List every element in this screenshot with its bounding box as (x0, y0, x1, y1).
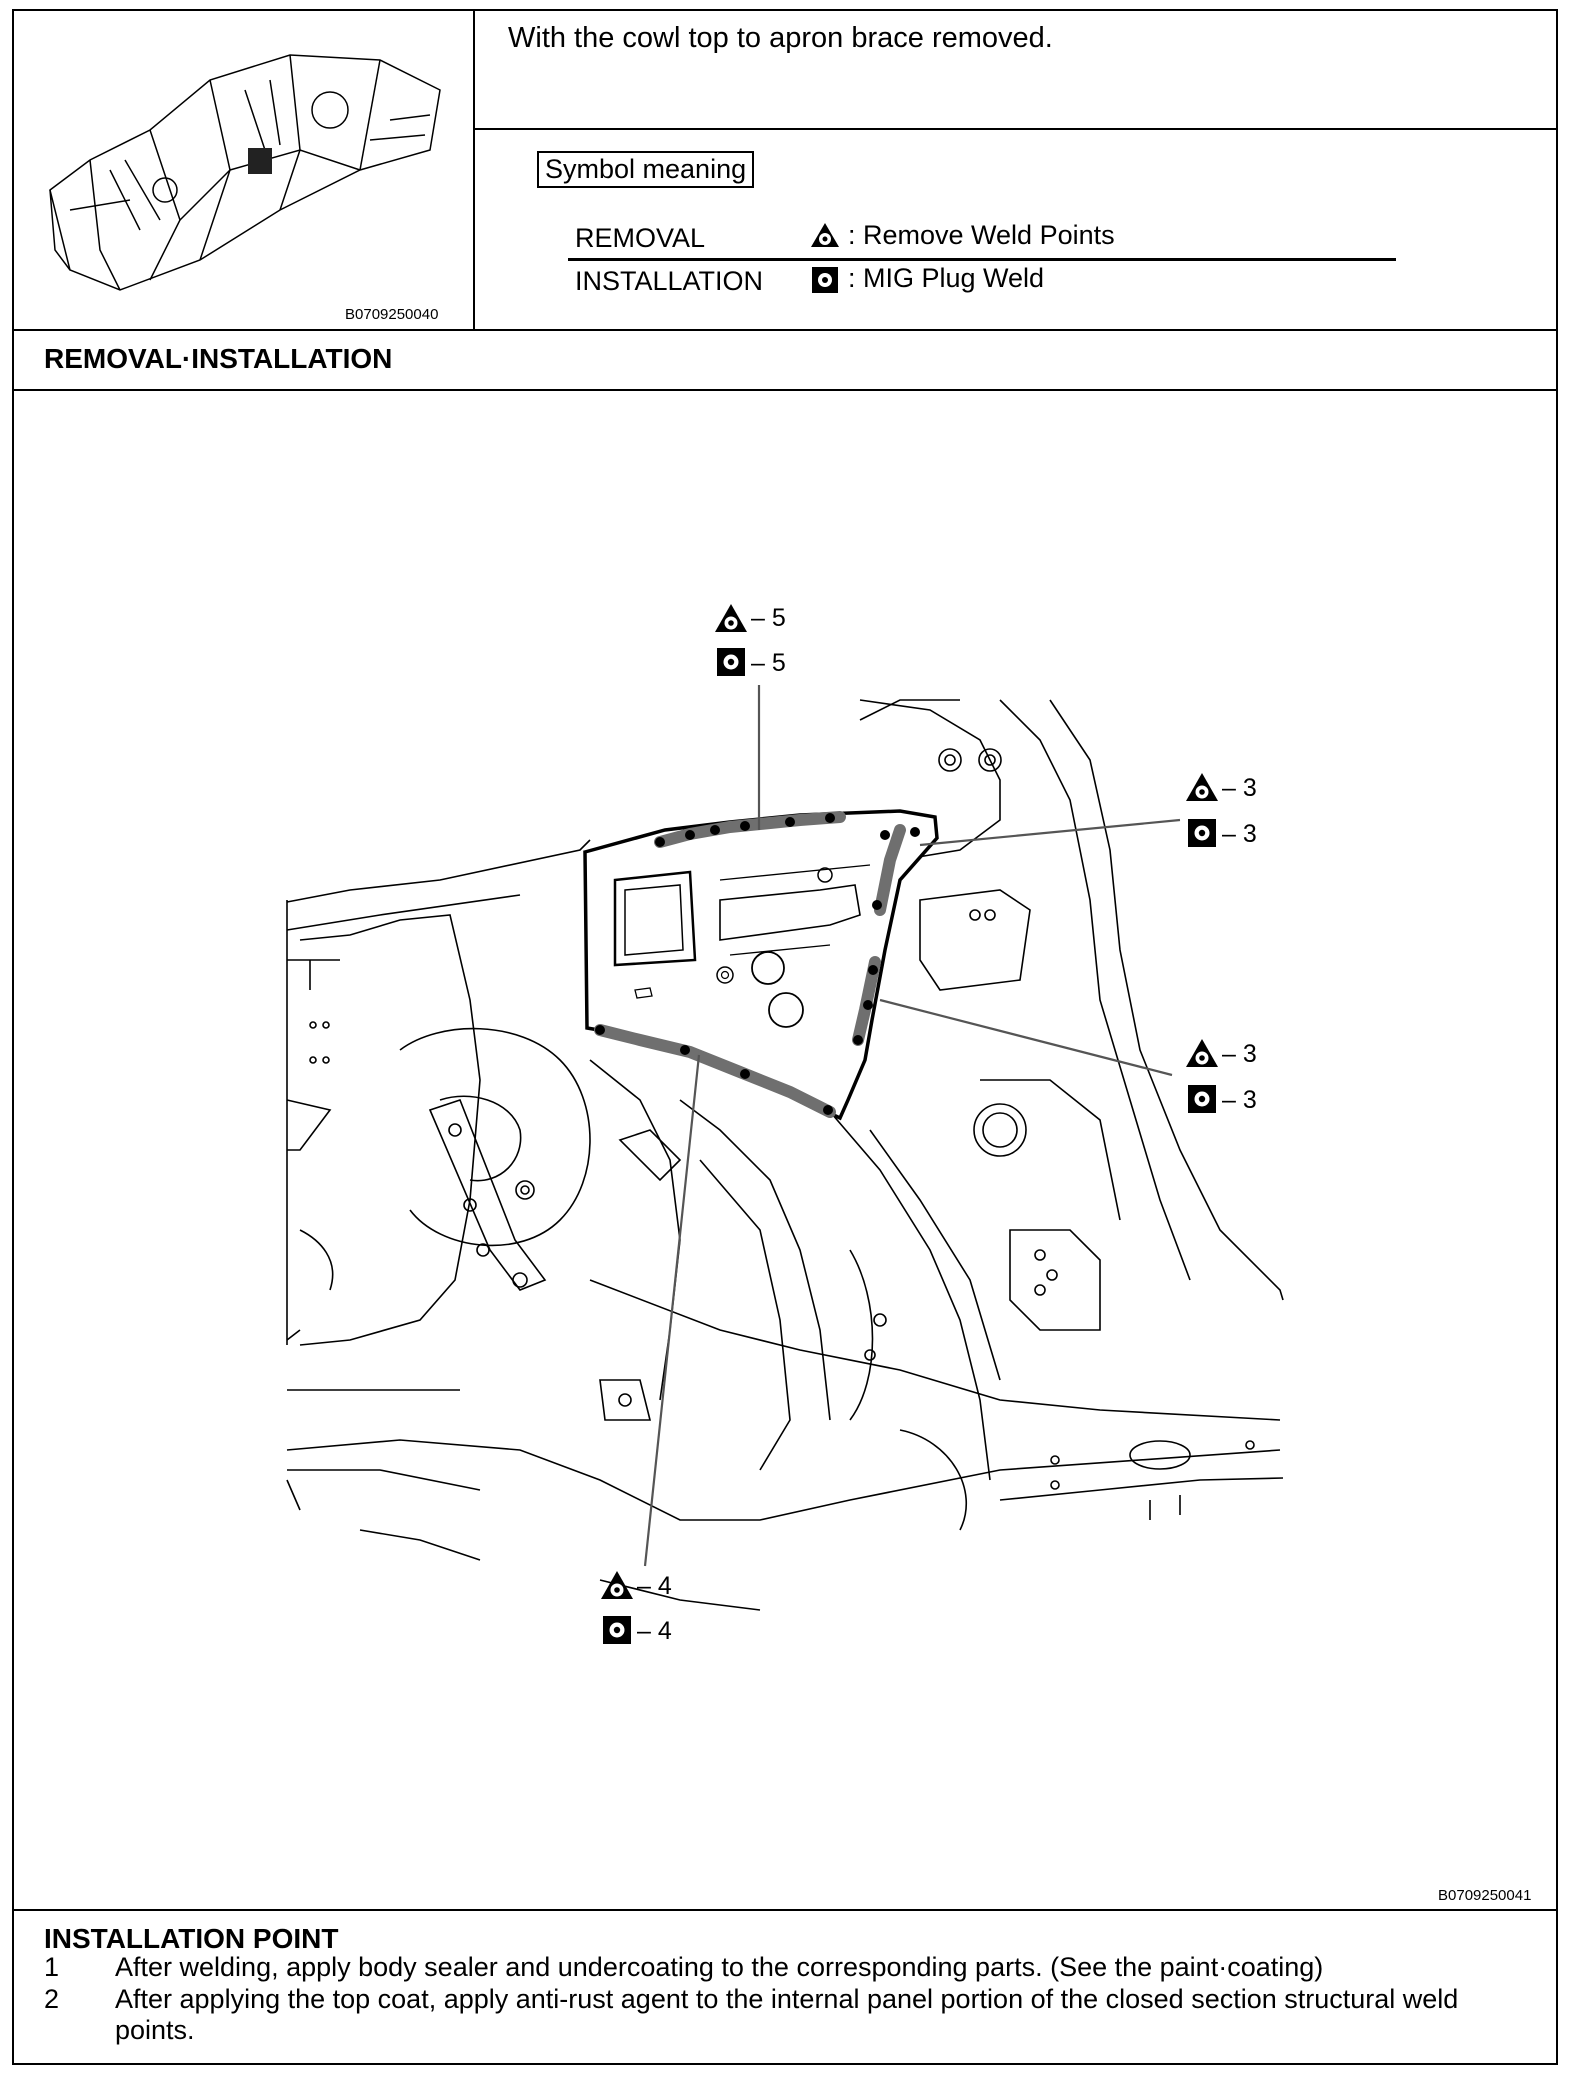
square-plug-weld-icon (812, 267, 838, 293)
callout-top-square-count: – 5 (751, 649, 786, 677)
apron-brace-diagram: – 5 – 5 – 3 – 3 – 3 – 3 – 4 – 4 (286, 604, 1284, 1645)
section-title-rule (12, 389, 1558, 391)
triangle-weld-icon (811, 223, 839, 247)
callout-bottom-square-count: – 4 (637, 1617, 672, 1645)
callout-right-lower-triangle-count: – 3 (1222, 1040, 1257, 1068)
callout-bottom-triangle-count: – 4 (637, 1572, 672, 1600)
legend-removal-term: REMOVAL (575, 223, 706, 253)
car-body-thumbnail (49, 54, 441, 291)
callout-right-lower-square (1188, 1085, 1216, 1113)
body-structure-lines (286, 699, 1284, 1611)
callout-right-upper-square (1188, 819, 1216, 847)
callout-top-triangle (715, 604, 747, 632)
section-title: REMOVAL·INSTALLATION (44, 343, 393, 374)
page-frame (12, 9, 1558, 2065)
callout-top-triangle-count: – 5 (751, 604, 786, 632)
callout-right-lower-square-count: – 3 (1222, 1086, 1257, 1114)
installation-point-title: INSTALLATION POINT (44, 1923, 339, 1954)
diagram-figure-code: B0709250041 (1438, 1887, 1532, 1904)
callout-bottom-square (603, 1616, 631, 1644)
legend-removal-desc: : Remove Weld Points (848, 220, 1115, 250)
header-divider-right (473, 128, 1558, 130)
legend-installation-desc: : MIG Plug Weld (848, 263, 1045, 293)
symbol-meaning-box: Symbol meaning (537, 151, 755, 188)
callout-right-upper-square-count: – 3 (1222, 820, 1257, 848)
callout-right-lower-triangle (1186, 1039, 1218, 1067)
legend-installation-term: INSTALLATION (575, 266, 764, 296)
thumbnail-figure-code: B0709250040 (345, 306, 439, 323)
note-number: 1 (44, 1952, 60, 1982)
callout-top-square (717, 648, 745, 676)
header-divider-vertical (473, 9, 475, 330)
legend-rule (568, 258, 1396, 261)
apron-brace-panel (583, 809, 939, 1121)
callout-bottom-triangle (601, 1571, 633, 1599)
callout-right-upper-triangle (1186, 773, 1218, 801)
callout-right-upper-triangle-count: – 3 (1222, 774, 1257, 802)
callout-leaders (643, 685, 1181, 1567)
diagram-bottom-rule (12, 1909, 1558, 1911)
procedure-condition: With the cowl top to apron brace removed… (508, 22, 1053, 54)
note-text: After welding, apply body sealer and und… (115, 1952, 1324, 1982)
header-bottom-rule (12, 329, 1558, 331)
note-number: 2 (44, 1984, 60, 2014)
note-text: After applying the top coat, apply anti-… (115, 1984, 1459, 2045)
